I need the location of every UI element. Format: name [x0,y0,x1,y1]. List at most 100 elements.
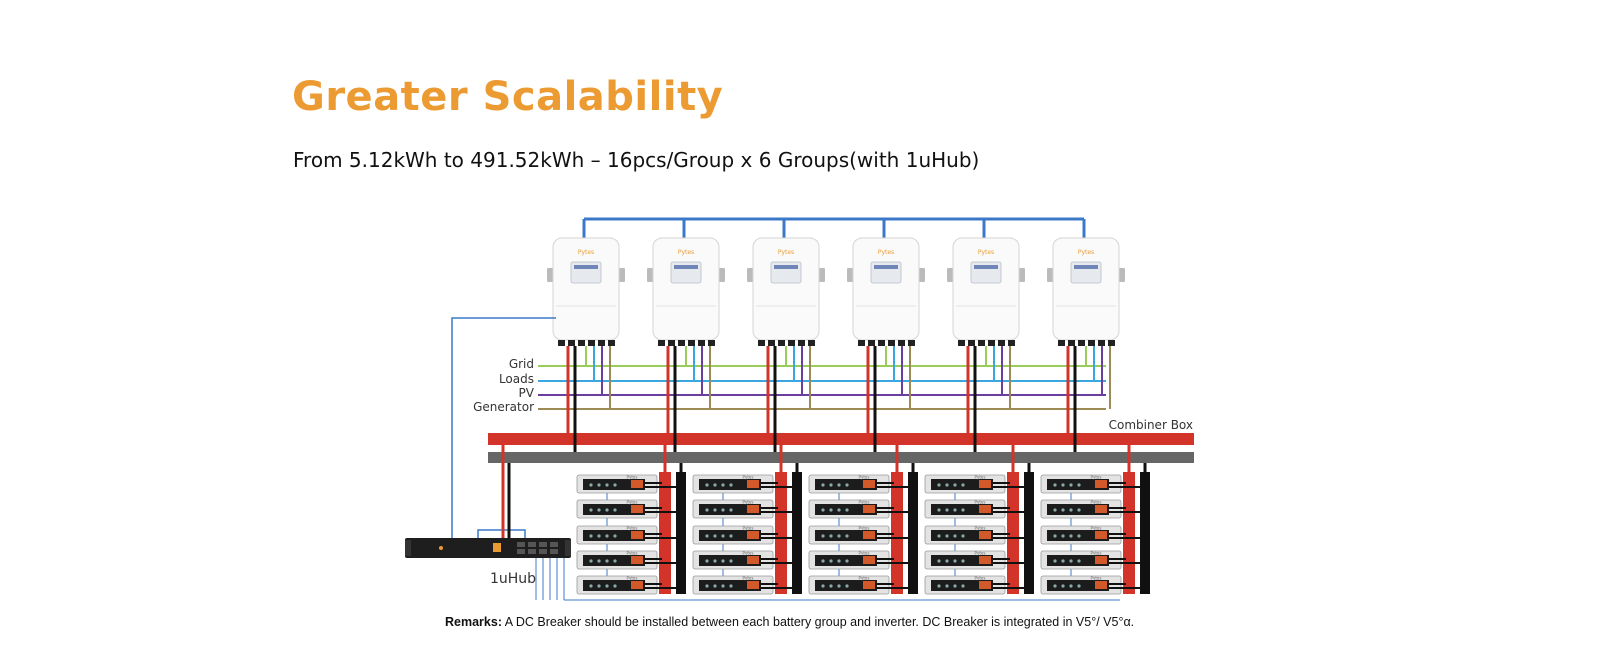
inverter: Pytes [947,219,1025,346]
battery-port [845,483,849,487]
battery-port [1077,508,1081,512]
combiner-label: Combiner Box [1109,418,1193,432]
battery-logo: Pytes [1091,526,1102,531]
inverter-port [908,340,915,346]
battery-port [721,508,725,512]
battery-logo: Pytes [859,551,870,556]
inverter-port [888,340,895,346]
inverter-logo: Pytes [1078,249,1094,256]
inverter-port [798,340,805,346]
battery-port [729,534,733,538]
battery-port [1061,584,1065,588]
battery-module: Pytes [576,475,676,494]
battery-module: Pytes [808,576,908,595]
inverter-port [1068,340,1075,346]
battery-port [705,559,709,563]
battery-logo: Pytes [627,551,638,556]
inverter-port [658,340,665,346]
inverter-body [552,237,620,341]
battery-port [721,559,725,563]
legend-grid: Grid [509,357,534,371]
battery-port [821,508,825,512]
battery-breaker [631,480,643,488]
inverter-port [688,340,695,346]
hub-port [517,542,525,547]
battery-logo: Pytes [743,551,754,556]
inverter-body [952,237,1020,341]
inverter-body [852,237,920,341]
battery-port [729,559,733,563]
bracket-right [819,268,825,282]
battery-module: Pytes [808,500,908,519]
battery-port [845,584,849,588]
battery-breaker [747,505,759,513]
hub-led [439,546,443,550]
battery-breaker [1095,531,1107,539]
combiner-negative-bus [488,452,1194,463]
inverter-screen-bar [1074,265,1098,269]
battery-port [829,534,833,538]
hub-port [550,549,558,554]
inverter-body [752,237,820,341]
inverter-port [968,340,975,346]
combiner-positive-bus [488,433,1194,445]
battery-breaker [631,531,643,539]
battery-module: Pytes [808,551,908,570]
hub-ear-left [405,540,411,556]
battery-port [1077,534,1081,538]
battery-port [961,534,965,538]
inverter: Pytes [1047,219,1125,346]
inverter-port [558,340,565,346]
battery-port [1053,584,1057,588]
inverter-port [1108,340,1115,346]
battery-port [837,508,841,512]
battery-port [705,584,709,588]
bracket-right [1019,268,1025,282]
remarks-label: Remarks: [445,615,502,629]
battery-breaker [979,531,991,539]
battery-port [945,584,949,588]
bracket-left [547,268,553,282]
battery-port [605,559,609,563]
inverter-screen-bar [674,265,698,269]
page-title: Greater Scalability [292,74,724,120]
battery-port [705,483,709,487]
battery-port [953,584,957,588]
battery-port [953,483,957,487]
group-negative-bar [908,472,918,594]
battery-port [597,534,601,538]
inverter-logo: Pytes [778,249,794,256]
battery-port [1061,559,1065,563]
battery-port [937,508,941,512]
battery-port [953,534,957,538]
battery-module: Pytes [924,475,1024,494]
inverter-port [608,340,615,346]
hub-ports [517,542,558,554]
inverter-body [652,237,720,341]
inverter-port [788,340,795,346]
battery-module: Pytes [576,576,676,595]
inverter-port [598,340,605,346]
group-negative-bar [676,472,686,594]
battery-port [613,534,617,538]
battery-port [845,559,849,563]
battery-port [713,534,717,538]
hub-display [493,543,501,552]
bracket-left [1047,268,1053,282]
battery-port [589,508,593,512]
battery-port [829,483,833,487]
battery-logo: Pytes [975,576,986,581]
battery-port [589,483,593,487]
battery-port [589,559,593,563]
bracket-right [1119,268,1125,282]
battery-port [729,508,733,512]
battery-logo: Pytes [743,526,754,531]
bracket-left [847,268,853,282]
battery-module: Pytes [808,475,908,494]
inverter: Pytes [747,219,825,346]
legend-loads: Loads [499,372,534,386]
battery-logo: Pytes [627,500,638,505]
battery-port [961,483,965,487]
